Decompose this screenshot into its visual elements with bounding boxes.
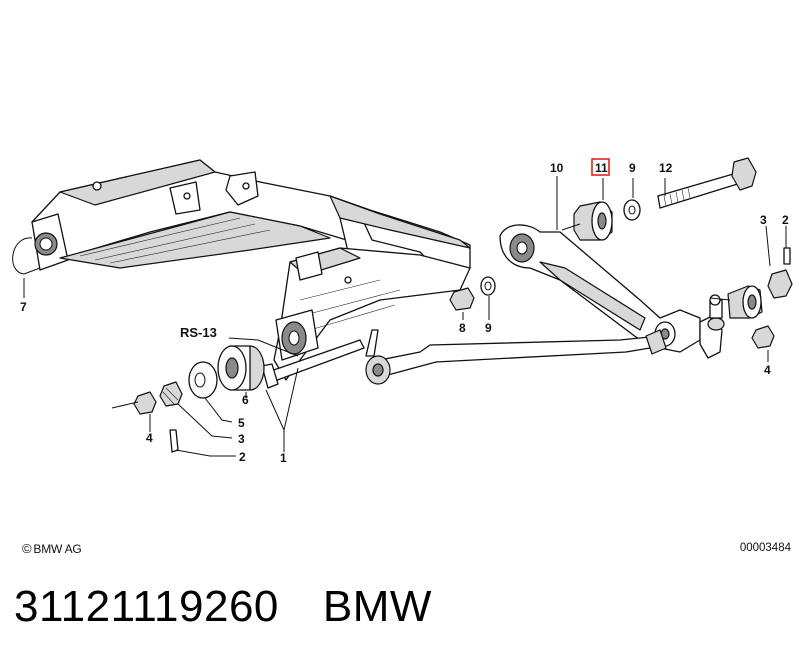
part-footer: 31121119260 BMW <box>14 582 432 632</box>
upper-right-hardware <box>449 157 793 349</box>
bolt-12 <box>657 157 757 209</box>
callout-3-left: 3 <box>238 432 245 446</box>
rubber-bushing-6 <box>217 345 265 391</box>
brand-name: BMW <box>322 582 432 631</box>
callout-8: 8 <box>459 321 466 335</box>
diagram-id: 00003484 <box>739 542 791 554</box>
copyright-symbol: © <box>22 541 32 556</box>
callout-7: 7 <box>20 300 27 314</box>
washer-9-center <box>480 276 496 296</box>
washer-5 <box>188 361 218 399</box>
washer-9-upper <box>623 199 641 221</box>
callout-5: 5 <box>238 416 245 430</box>
callout-2: 2 <box>239 450 246 464</box>
nut-8 <box>449 287 475 311</box>
callout-rs-13: RS-13 <box>180 325 217 340</box>
nut-4-left <box>111 391 157 415</box>
callout-2-right: 2 <box>782 213 789 227</box>
cotter-pin-2 <box>169 429 179 453</box>
callout-4-right: 4 <box>764 363 771 377</box>
castle-nut-3 <box>159 381 183 407</box>
callout-1: 1 <box>280 451 287 465</box>
callout-9-upper: 9 <box>629 161 636 175</box>
callout-4-left: 4 <box>146 431 153 445</box>
copyright-owner: BMW AG <box>33 542 82 556</box>
callout-labels: 7 RS-13 6 5 3 2 4 1 8 9 10 11 9 12 3 2 4 <box>20 158 789 465</box>
part-number: 31121119260 <box>14 582 279 631</box>
callout-12: 12 <box>659 161 673 175</box>
callout-9-center: 9 <box>485 321 492 335</box>
callout-10: 10 <box>550 161 564 175</box>
right-bushing-assembly <box>709 247 793 349</box>
leader-lines <box>23 176 787 457</box>
left-hardware <box>111 345 265 453</box>
control-arm-bushing-11 <box>561 201 613 241</box>
callout-11[interactable]: 11 <box>595 161 608 175</box>
tension-strut <box>365 329 667 385</box>
callout-3-right: 3 <box>760 213 767 227</box>
highlight-box-11 <box>591 158 610 176</box>
copyright-notice: ©BMW AG <box>22 541 82 556</box>
axle-carrier-drawing <box>12 159 471 389</box>
control-arm-10 <box>499 224 725 359</box>
callout-6: 6 <box>242 393 249 407</box>
